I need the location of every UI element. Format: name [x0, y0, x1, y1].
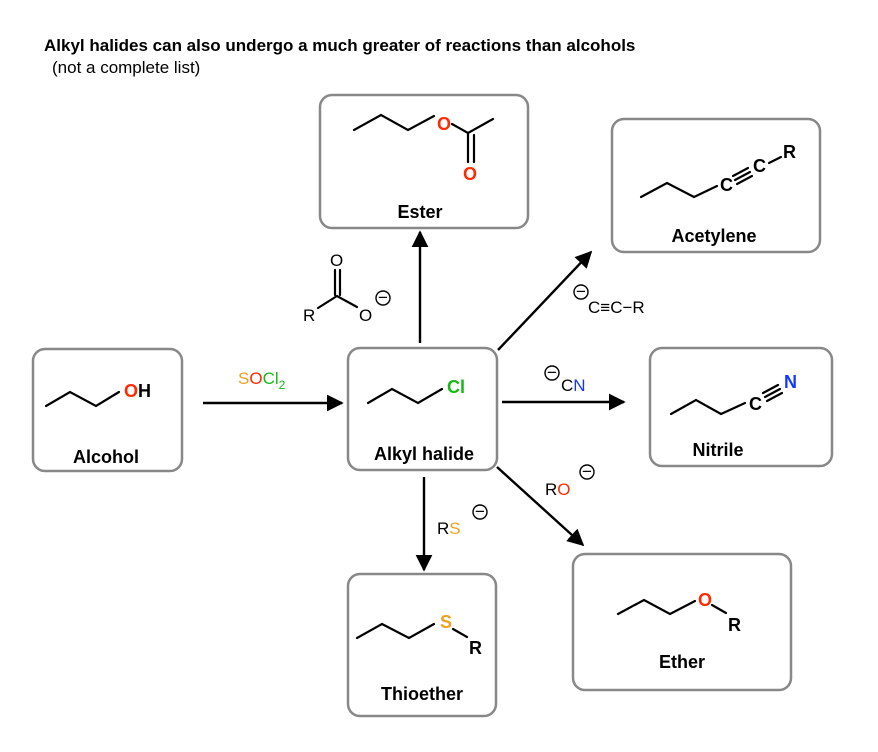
thioether-label: Thioether [381, 684, 463, 704]
cyanide-text: CN [561, 376, 586, 395]
acetylene-cr-bond [767, 155, 783, 165]
triple-bond-b [731, 166, 750, 178]
carboxylate-charge-circle [375, 290, 391, 306]
reagent-alkoxide: RO − [545, 462, 595, 499]
ester-o-single: O [437, 114, 451, 134]
socl2-cl: Cl [263, 369, 279, 388]
acetylene-r: R [783, 142, 796, 162]
diagram-title: Alkyl halides can also undergo a much gr… [44, 36, 636, 55]
reagent-acetylide: − C≡C−R [573, 282, 645, 317]
carboxylate-charge: − [378, 288, 388, 307]
reagent-thiolate: RS − [437, 502, 488, 538]
nitrile-triple-c [765, 391, 784, 403]
ether-chain [616, 598, 697, 616]
thiolate-charge-circle [472, 504, 488, 520]
nitrile-label: Nitrile [692, 440, 743, 460]
ester-box: O O Ester [318, 93, 530, 230]
alkoxide-r: R [545, 480, 557, 499]
thioether-box: S R Thioether [346, 572, 498, 718]
acetylene-label: Acetylene [671, 226, 756, 246]
nitrile-c: C [749, 394, 762, 414]
cyanide-n: N [573, 376, 585, 395]
ester-chain [352, 113, 436, 132]
reagent-cyanide: − CN [544, 363, 586, 395]
acetylene-c1: C [720, 175, 733, 195]
alkyl-halide-cl: Cl [447, 377, 465, 397]
alcohol-box: OH Alcohol [31, 347, 184, 473]
alcohol-h: H [138, 381, 151, 401]
nitrile-n: N [784, 372, 797, 392]
arrow-to-ether [496, 466, 585, 547]
ester-label: Ester [397, 202, 442, 222]
carboxylate-o-minus: O [359, 306, 372, 325]
thiolate-s: S [449, 519, 460, 538]
reagent-carboxylate: R O O − [303, 251, 391, 325]
ether-o: O [698, 590, 712, 610]
ether-box: O R Ether [571, 552, 793, 692]
triple-bond-c [735, 174, 754, 186]
acetylide-charge-circle [573, 284, 589, 300]
socl2-subscript: 2 [279, 378, 286, 392]
nitrile-box: C N Nitrile [648, 346, 834, 468]
alkyl-halide-chain [366, 387, 444, 405]
arrow-to-acetylene [497, 250, 593, 351]
nitrile-triple-a [763, 387, 782, 399]
thiolate-text: RS [437, 519, 461, 538]
alkoxide-charge: − [582, 462, 592, 481]
socl2-s: S [238, 369, 249, 388]
diagram-subtitle: (not a complete list) [52, 58, 201, 77]
acetylene-box: C C R Acetylene [610, 117, 822, 254]
thiolate-charge: − [475, 502, 485, 521]
alkoxide-charge-circle [579, 464, 595, 480]
acetylene-c2: C [753, 156, 766, 176]
carboxylate-o-top: O [330, 251, 343, 270]
ether-r: R [728, 615, 741, 635]
alkoxide-text: RO [545, 480, 571, 499]
alcohol-o: O [124, 381, 138, 401]
triple-bond-a [733, 170, 752, 182]
thioether-sr-bond [451, 627, 469, 639]
carboxylate-bonds [316, 294, 359, 310]
nitrile-chain [669, 398, 747, 416]
thiolate-r: R [437, 519, 449, 538]
ester-o-double: O [463, 164, 477, 184]
reagent-socl2: SOCl2 [238, 369, 286, 392]
acetylide-charge: − [576, 282, 586, 301]
thioether-r: R [469, 638, 482, 658]
thioether-chain [355, 622, 436, 640]
ether-label: Ether [659, 652, 705, 672]
alcohol-label: Alcohol [73, 447, 139, 467]
alkyl-halide-box: Cl Alkyl halide [346, 346, 499, 472]
carboxylate-r: R [303, 306, 315, 325]
acetylide-text: C≡C−R [588, 298, 645, 317]
nitrile-triple-b [761, 383, 780, 395]
alkoxide-o: O [557, 480, 570, 499]
ether-or-bond [710, 603, 728, 615]
acetylene-chain [639, 181, 719, 199]
alkyl-halide-label: Alkyl halide [374, 444, 474, 464]
alcohol-chain [44, 390, 121, 408]
socl2-o: O [249, 369, 262, 388]
alcohol-oh-label: OH [124, 381, 151, 401]
cyanide-charge: − [547, 363, 557, 382]
cyanide-charge-circle [544, 365, 560, 381]
thioether-s: S [440, 612, 452, 632]
cyanide-c: C [561, 376, 573, 395]
